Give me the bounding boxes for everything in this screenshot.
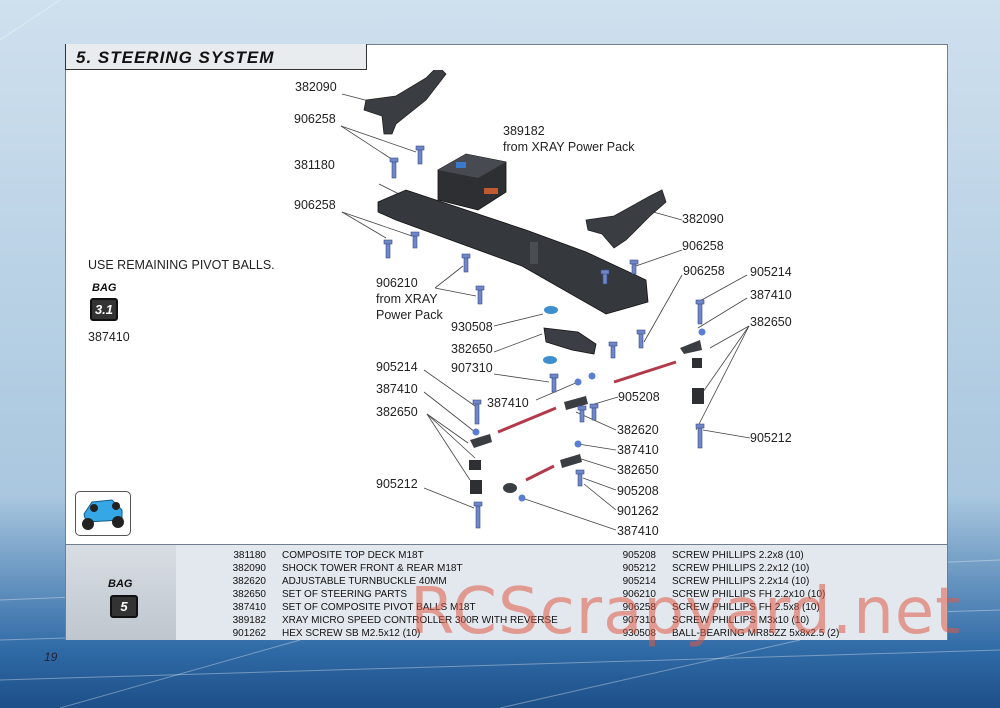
callout-label: 905208	[617, 484, 659, 498]
pivot-balls	[472, 328, 706, 502]
bag-number-badge: 5	[110, 595, 138, 618]
callout-label: 382620	[617, 423, 659, 437]
callout-label: 906258	[682, 239, 724, 253]
callout-label: 382090	[295, 80, 337, 94]
callout-label: 389182	[503, 124, 545, 138]
callout-label: 905208	[618, 390, 660, 404]
section-title: 5. STEERING SYSTEM	[76, 48, 275, 67]
bag-label: BAG	[92, 282, 117, 294]
callout-label: 907310	[451, 361, 493, 375]
callout-label: 905214	[750, 265, 792, 279]
rod-end-center	[564, 396, 588, 410]
turnbuckle-lower	[525, 464, 555, 482]
composite-top-deck	[377, 189, 649, 315]
car-thumbnail	[75, 491, 131, 536]
callout-label: 905214	[376, 360, 418, 374]
car-icon	[82, 499, 124, 530]
instruction-sheet	[65, 44, 948, 640]
speed-controller-box	[437, 153, 507, 211]
callout-label: 382650	[451, 342, 493, 356]
callout-label: 387410	[750, 288, 792, 302]
watermark-text: RCScrapyard.net	[410, 575, 962, 649]
callout-label: 381180	[294, 158, 335, 172]
callout-label: 901262	[617, 504, 659, 518]
pivot-ball-note: USE REMAINING PIVOT BALLS.	[88, 258, 275, 272]
callout-label: 906258	[683, 264, 725, 278]
bag-number-badge: 3.1	[90, 298, 118, 321]
section-title-bar: 5. STEERING SYSTEM	[65, 44, 367, 70]
callout-label: 382650	[750, 315, 792, 329]
callout-label: 382650	[617, 463, 659, 477]
callout-label: 906258	[294, 198, 336, 212]
callout-label: from XRAY	[376, 292, 438, 306]
callout-label: 906210	[376, 276, 418, 290]
callout-label: 930508	[451, 320, 493, 334]
rod-end-left	[470, 434, 492, 448]
callout-label: 382650	[376, 405, 418, 419]
callout-label: 905212	[750, 431, 792, 445]
callout-label: 387410	[376, 382, 418, 396]
callout-label: 905212	[376, 477, 418, 491]
callout-label: 387410	[487, 396, 529, 410]
callout-label: 906258	[294, 112, 336, 126]
parts-bag-cell: BAG 5	[66, 545, 176, 640]
callout-label: 387410	[617, 524, 659, 538]
shock-tower-top	[363, 70, 447, 135]
callout-label: 387410	[617, 443, 659, 457]
rod-end-lower	[560, 454, 582, 468]
page-number: 19	[44, 650, 58, 664]
shock-tower-right	[585, 189, 667, 249]
bag-part-number: 387410	[88, 330, 130, 344]
screws	[383, 145, 705, 529]
bag-label: BAG	[108, 578, 133, 590]
turnbuckle-upper	[497, 406, 557, 434]
callout-label: Power Pack	[376, 308, 443, 322]
callout-label: from XRAY Power Pack	[503, 140, 635, 154]
rod-end-right	[680, 340, 702, 354]
steering-arm	[543, 327, 597, 355]
exploded-diagram	[340, 70, 751, 531]
callout-label: 382090	[682, 212, 724, 226]
turnbuckle-right	[613, 360, 677, 384]
